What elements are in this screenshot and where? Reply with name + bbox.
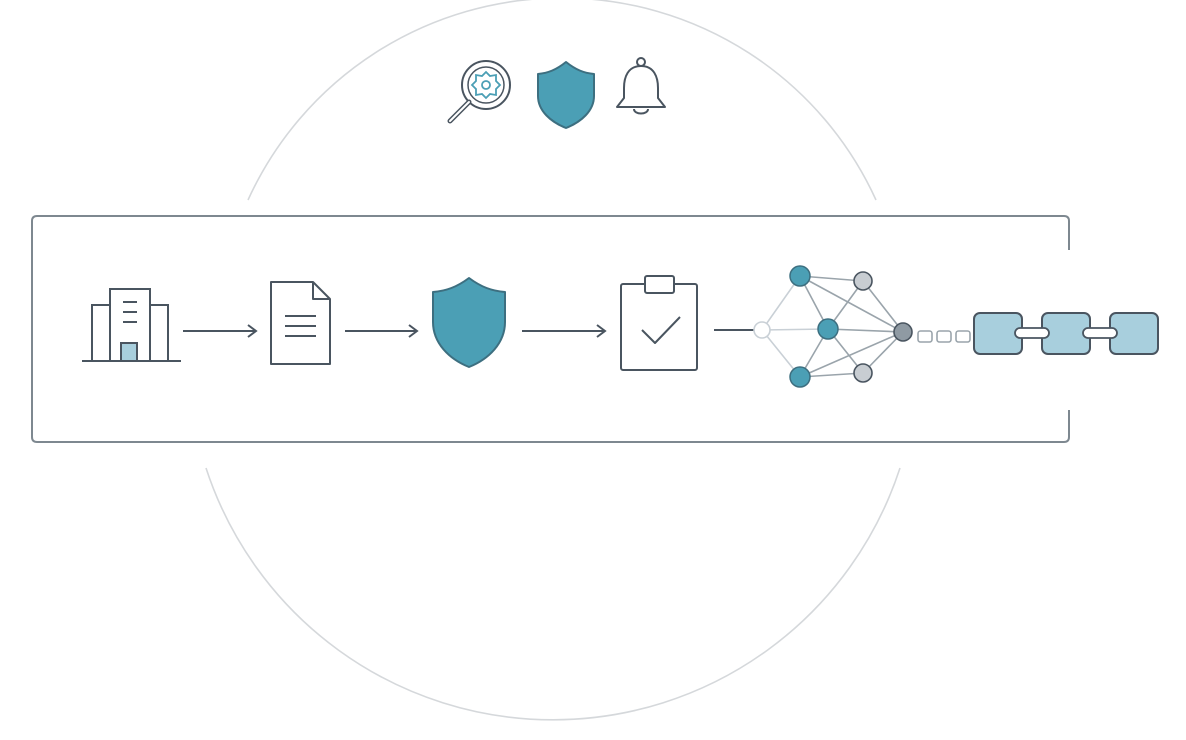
small-chain-links: [917, 330, 971, 343]
clipboard-check-icon: [620, 275, 698, 371]
network-graph-icon: [753, 265, 913, 388]
network-node: [789, 366, 811, 388]
flow-arrow: [183, 324, 258, 338]
shield-icon: [432, 277, 506, 368]
network-node: [753, 321, 771, 339]
building-icon: [82, 288, 181, 362]
shield-icon-top: [537, 61, 595, 129]
process-banner-frame: [31, 215, 1070, 443]
document-icon: [270, 281, 331, 365]
guide-circle: [205, 0, 901, 721]
blockchain-icon: [973, 312, 1159, 355]
flow-arrow: [522, 324, 607, 338]
network-node: [893, 322, 913, 342]
magnifier-gear-icon: [447, 60, 511, 124]
network-node: [789, 265, 811, 287]
flow-arrow: [345, 324, 419, 338]
bell-icon: [616, 57, 666, 115]
network-node: [853, 271, 873, 291]
network-node: [817, 318, 839, 340]
network-node: [853, 363, 873, 383]
